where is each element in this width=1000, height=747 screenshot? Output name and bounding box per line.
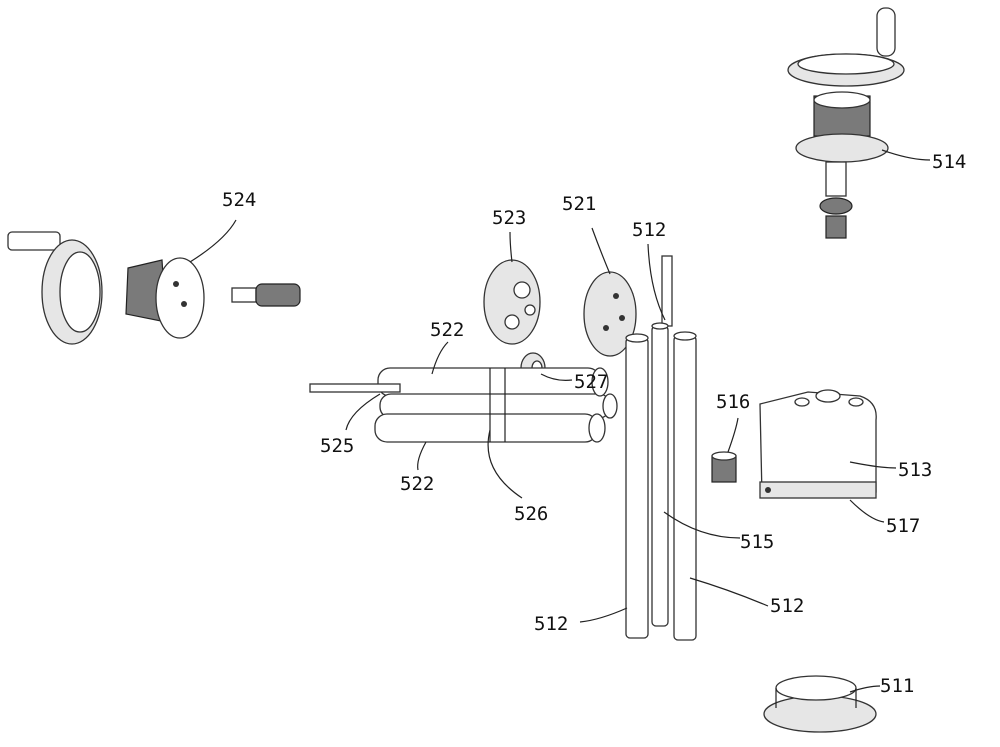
label-522-bottom: 522 (400, 473, 434, 495)
disc-hole (181, 301, 187, 307)
leader-522-bottom (418, 442, 426, 470)
leader-512-right (690, 578, 768, 606)
disc-523-hole (514, 282, 530, 298)
label-514: 514 (932, 151, 966, 173)
label-511: 511 (880, 675, 914, 697)
disc-hole (173, 281, 179, 287)
housing-hole (816, 390, 840, 402)
label-524: 524 (222, 189, 256, 211)
leader-523 (510, 232, 512, 262)
rod-end (603, 394, 617, 418)
leader-514 (882, 150, 930, 160)
label-517: 517 (886, 515, 920, 537)
leader-517 (850, 500, 884, 522)
part-511-base (764, 676, 876, 732)
side-handle (8, 232, 60, 250)
label-523: 523 (492, 207, 526, 229)
disc-521-hole (603, 325, 609, 331)
shaft (826, 162, 846, 196)
housing-513-body (760, 392, 876, 496)
leader-512-left (580, 608, 627, 622)
rod-bundle (310, 368, 617, 442)
coupling (256, 284, 300, 306)
housing-hole (849, 398, 863, 406)
mount-disc (156, 258, 204, 338)
label-525: 525 (320, 435, 354, 457)
label-527: 527 (574, 371, 608, 393)
disc-521-hole (613, 293, 619, 299)
base-511-top (776, 676, 856, 700)
flange-disc (796, 134, 888, 162)
part-524-side-handwheel (8, 232, 300, 344)
disc-523 (484, 260, 540, 344)
part-523-disc (484, 260, 540, 344)
bushing-516-top (712, 452, 736, 460)
label-526: 526 (514, 503, 548, 525)
rod-525-thin (310, 384, 400, 392)
rod-522-lower (375, 414, 597, 442)
disc-521-hole (619, 315, 625, 321)
disc-523-hole (505, 315, 519, 329)
part-516-bushing (712, 452, 736, 482)
leader-516 (728, 418, 738, 452)
column-top (674, 332, 696, 340)
label-515: 515 (740, 531, 774, 553)
part-514-handwheel-assembly (788, 8, 904, 238)
label-512-top: 512 (632, 219, 666, 241)
label-512-left: 512 (534, 613, 568, 635)
disc-523-hole (525, 305, 535, 315)
base-plate-517 (760, 482, 876, 498)
column-top (626, 334, 648, 342)
leader-524 (190, 220, 236, 262)
nut (820, 198, 852, 214)
rod-522-upper (378, 368, 600, 396)
label-521: 521 (562, 193, 596, 215)
block-top (814, 92, 870, 108)
housing-hole (795, 398, 809, 406)
base-511-flange (764, 696, 876, 732)
shaft-stub (232, 288, 256, 302)
plate-hole (765, 487, 771, 493)
label-512-right: 512 (770, 595, 804, 617)
part-513-housing (760, 390, 876, 498)
leader-521 (592, 228, 610, 274)
label-522-top: 522 (430, 319, 464, 341)
column-512-right (674, 336, 696, 640)
column-512-left (626, 338, 648, 638)
column-515 (652, 326, 668, 626)
column-top (652, 323, 668, 329)
handwheel-face (798, 54, 894, 74)
label-516: 516 (716, 391, 750, 413)
label-513: 513 (898, 459, 932, 481)
side-wheel-face (60, 252, 100, 332)
threaded-end (826, 216, 846, 238)
rod-end (589, 414, 605, 442)
handle-grip (877, 8, 895, 56)
